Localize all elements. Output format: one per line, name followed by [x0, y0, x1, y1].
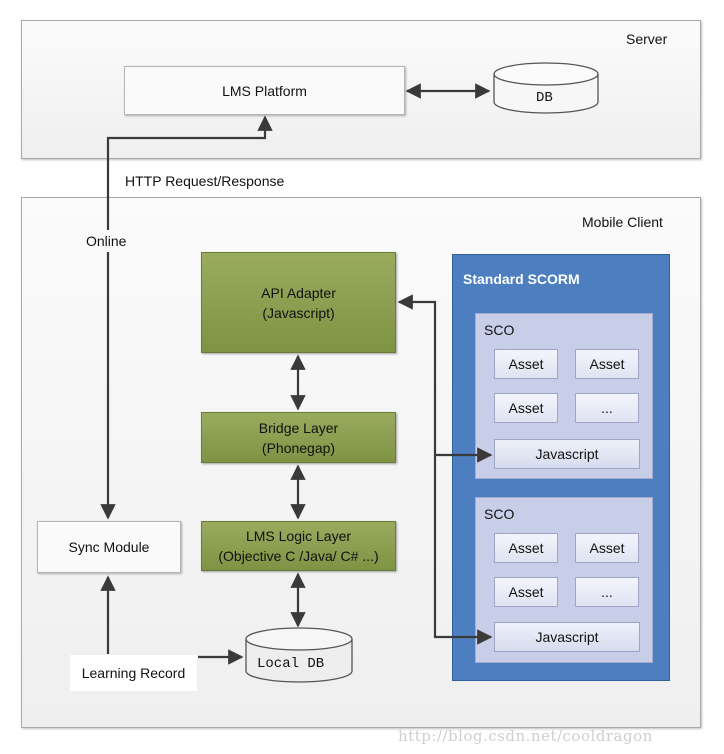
- http-request-response-label: HTTP Request/Response: [125, 173, 285, 189]
- bridge-layer-subtitle: (Phonegap): [261, 439, 336, 456]
- db-label: DB: [536, 90, 553, 106]
- local-db-label: Local DB: [257, 656, 325, 672]
- lms-logic-layer-box: LMS Logic Layer (Objective C /Java/ C# .…: [201, 521, 396, 571]
- asset-box: Asset: [494, 533, 558, 563]
- db-cylinder: [493, 62, 599, 114]
- asset-box: Asset: [494, 349, 558, 379]
- mobile-client-label: Mobile Client: [582, 214, 663, 230]
- standard-scorm-title: Standard SCORM: [463, 271, 580, 287]
- sync-module-box: Sync Module: [37, 521, 181, 573]
- asset-box: Asset: [575, 349, 639, 379]
- learning-record-box: Learning Record: [70, 655, 197, 691]
- asset-box: Asset: [575, 533, 639, 563]
- bridge-layer-box: Bridge Layer (Phonegap): [201, 412, 396, 463]
- lms-logic-layer-title: LMS Logic Layer: [245, 528, 352, 544]
- lms-logic-layer-subtitle: (Objective C /Java/ C# ...): [218, 548, 379, 564]
- sco-label: SCO: [484, 322, 515, 338]
- api-adapter-title: API Adapter: [261, 284, 336, 301]
- sco-javascript-box: Javascript: [494, 622, 640, 652]
- server-label: Server: [626, 31, 668, 47]
- local-db-cylinder: [245, 627, 353, 683]
- asset-ellipsis-box: ...: [575, 393, 639, 423]
- bridge-layer-title: Bridge Layer: [258, 419, 339, 436]
- sco-javascript-box: Javascript: [494, 439, 640, 469]
- asset-ellipsis-box: ...: [575, 577, 639, 607]
- online-label: Online: [86, 233, 127, 249]
- asset-box: Asset: [494, 393, 558, 423]
- asset-box: Asset: [494, 577, 558, 607]
- watermark: http://blog.csdn.net/cooldragon: [398, 727, 653, 745]
- lms-platform-box: LMS Platform: [124, 66, 405, 115]
- sco-label: SCO: [484, 506, 515, 522]
- api-adapter-subtitle: (Javascript): [262, 304, 335, 321]
- api-adapter-box: API Adapter (Javascript): [201, 252, 396, 353]
